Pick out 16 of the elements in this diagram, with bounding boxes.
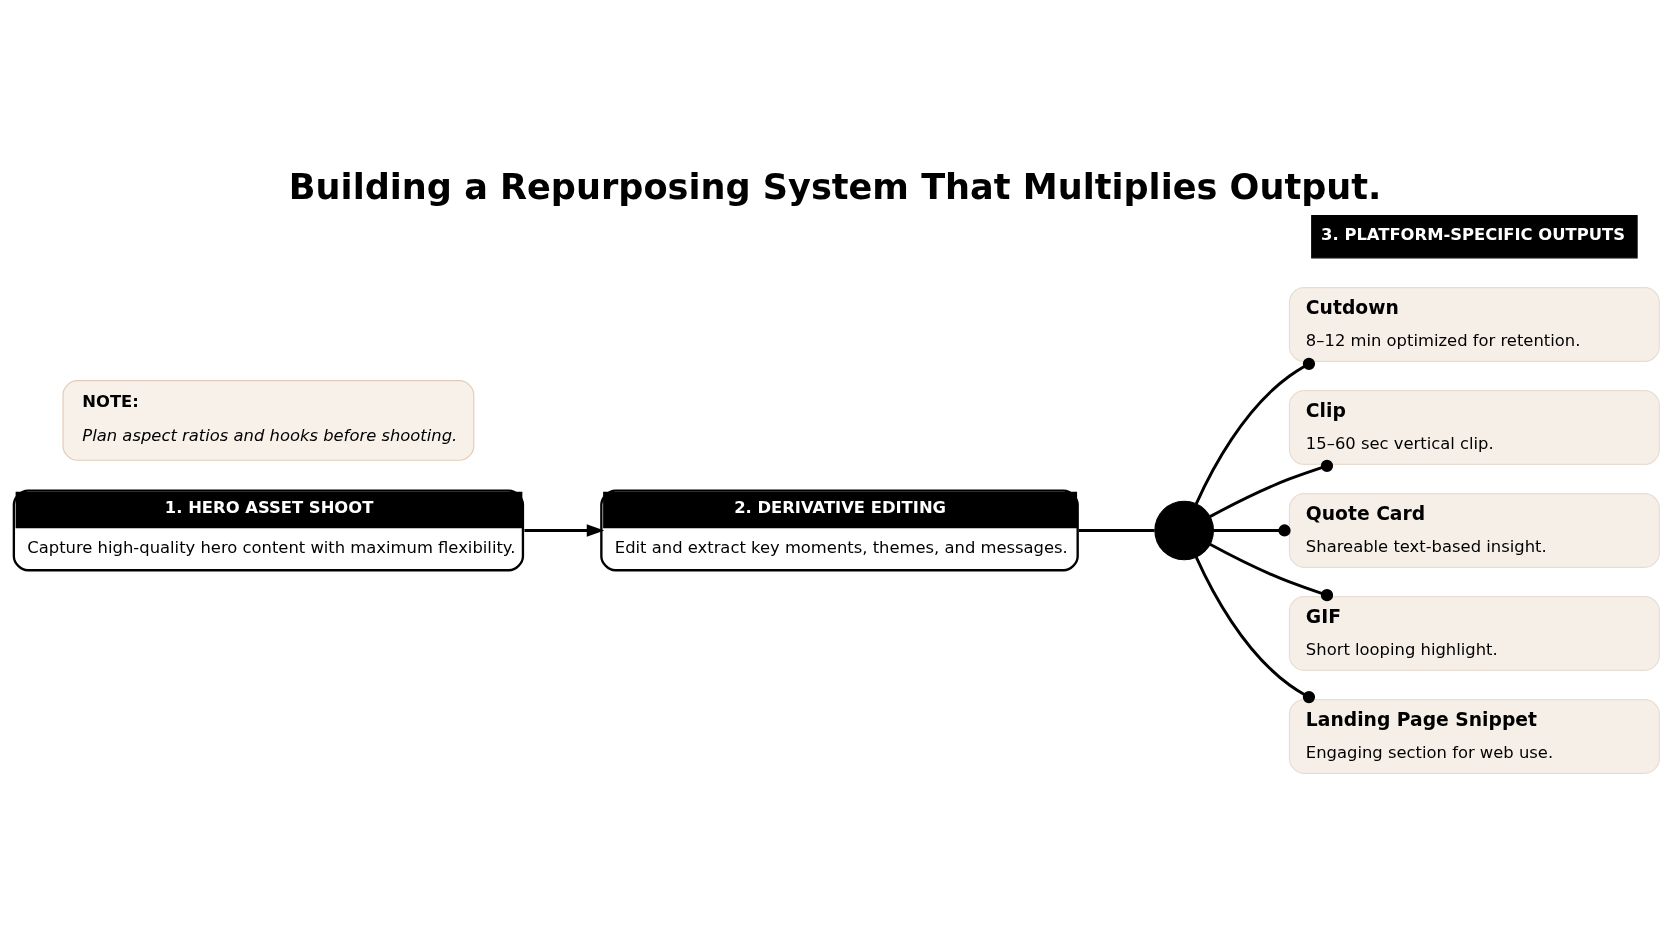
- connector: [1194, 556, 1316, 704]
- connector: [1209, 543, 1334, 602]
- connector: [1209, 459, 1334, 518]
- connector: [1194, 357, 1316, 505]
- arrow: [524, 524, 605, 537]
- node-circle: [1154, 500, 1214, 561]
- node-box: Clip 15–60 sec vertical clip.: [1288, 390, 1660, 465]
- connector: [1078, 529, 1155, 532]
- node-box: NOTE: Plan aspect ratios and hooks before shooting.: [62, 380, 475, 461]
- node-box: GIF Short looping highlight.: [1288, 596, 1660, 671]
- diagram-title: Building a Repurposing System That Multiplies Output.: [288, 166, 1382, 208]
- node-box: Quote Card Shareable text-based insight.: [1288, 493, 1660, 568]
- node-box: Cutdown 8–12 min optimized for retention.: [1288, 287, 1660, 362]
- connector: [1213, 524, 1291, 537]
- node-box: Landing Page Snippet Engaging section for web use.: [1288, 699, 1660, 774]
- label: 3. PLATFORM-SPECIFIC OUTPUTS: [1321, 224, 1625, 244]
